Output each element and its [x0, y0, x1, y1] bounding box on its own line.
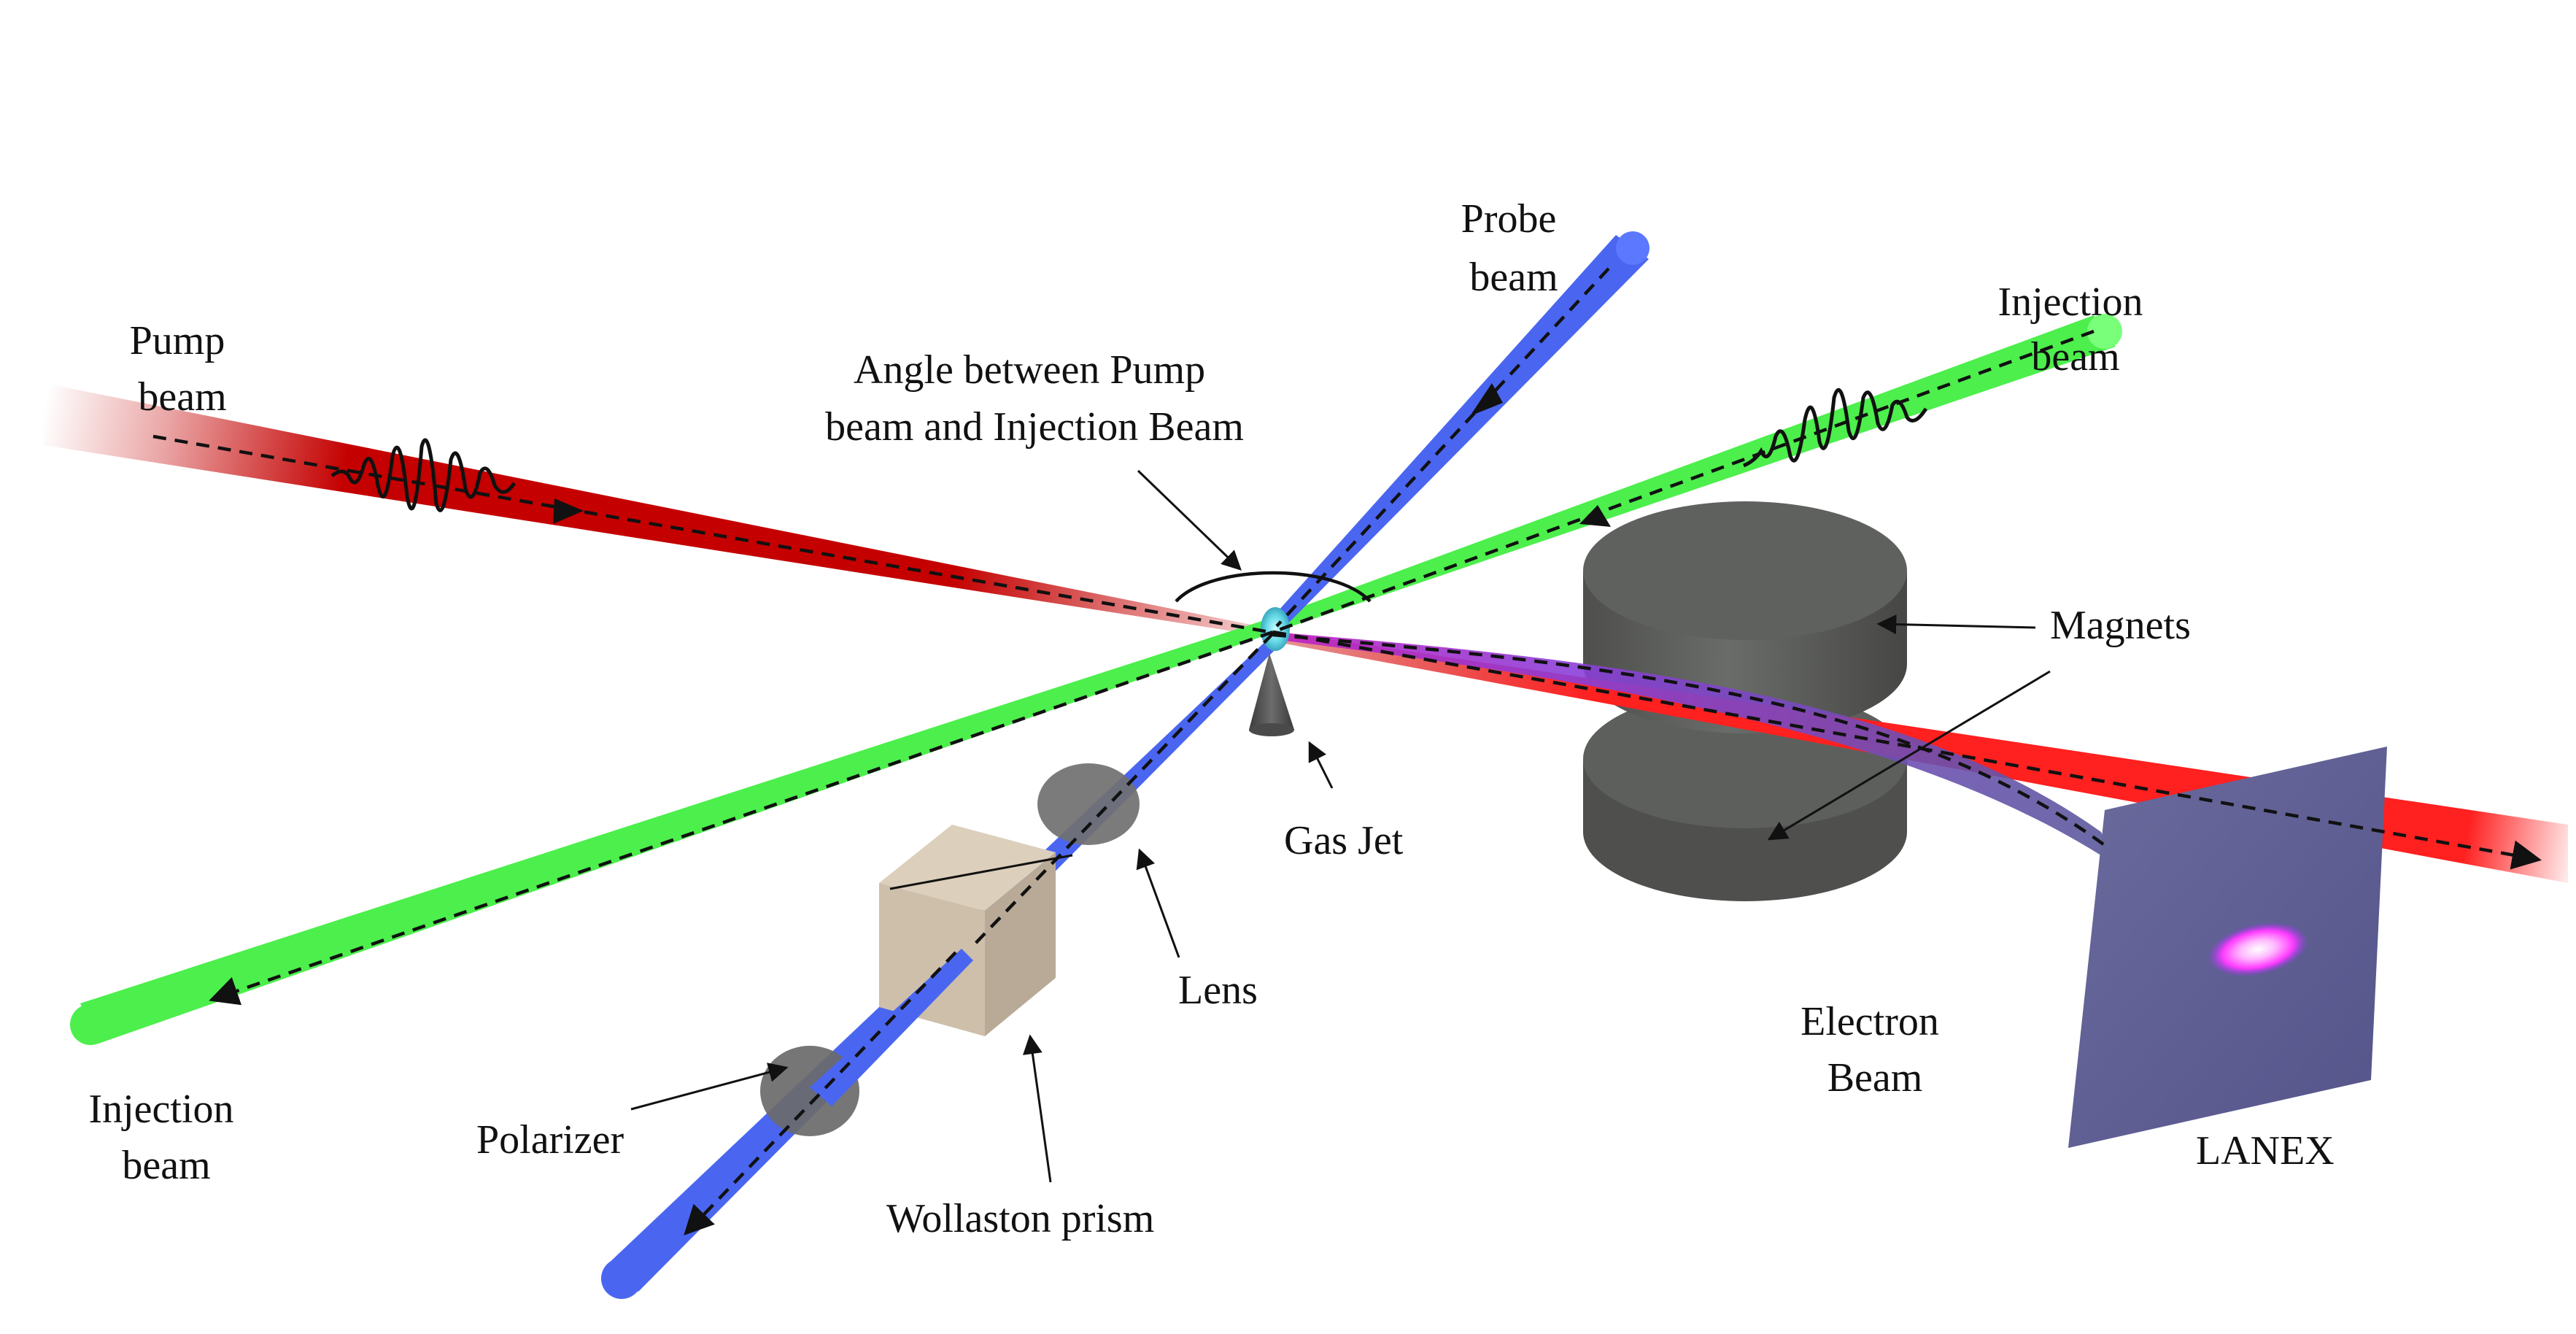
magnets-pointer-bottom [1767, 670, 2051, 841]
lanex-spot [2208, 922, 2308, 977]
gas-jet-label: Gas Jet [1284, 818, 1404, 863]
lens-pointer [1136, 848, 1180, 958]
injection-pulse [1743, 388, 1928, 468]
polarizer-label: Polarizer [476, 1117, 624, 1163]
wollaston-pointer [1022, 1034, 1052, 1183]
lens-label: Lens [1178, 968, 1258, 1013]
magnets-label: Magnets [2050, 603, 2191, 648]
angle-pointer [1137, 469, 1242, 571]
pump-direction-arrow [553, 498, 584, 524]
angle-arc [1175, 571, 1372, 603]
injection-beam [80, 617, 1288, 1044]
lanex-label: LANEX [2196, 1128, 2335, 1173]
injection-beam-bottom-label: Injection beam [88, 1087, 244, 1188]
probe-direction-arrow [1470, 383, 1503, 416]
injection-beam-upper [1273, 315, 2116, 628]
injection-beam-lower-end [70, 1004, 111, 1045]
probe-beam-bottom-end [601, 1258, 642, 1299]
probe-beam-top-end [1616, 231, 1649, 265]
pump-pulse [330, 438, 517, 512]
injection-direction-arrow [1579, 505, 1611, 527]
magnets-pointer-top [1876, 614, 2036, 635]
angle-label: Angle between Pump beam and Injection Be… [825, 347, 1244, 450]
polarizer-pointer [630, 1063, 789, 1111]
lens [1037, 763, 1140, 845]
pump-beam [44, 383, 1266, 636]
wollaston-prism [879, 825, 1056, 1036]
gas-jet-base [1249, 723, 1294, 736]
injection-beam-top-label: Injection beam [1997, 279, 2153, 379]
injection-beam-upper-end [2087, 314, 2122, 349]
prism-lens-line [889, 854, 1073, 890]
electron-beam-label: Electron Beam [1801, 999, 1949, 1100]
probe-beam-front [810, 949, 973, 1106]
gas-jet-pointer [1308, 741, 1334, 789]
wollaston-prism-label: Wollaston prism [886, 1196, 1154, 1241]
probe-beam-label: Probe beam [1461, 196, 1567, 300]
gas-jet-nozzle [1249, 653, 1294, 730]
dashed-beam-axes [152, 267, 2542, 1235]
pump-beam-label: Pump beam [130, 318, 236, 420]
